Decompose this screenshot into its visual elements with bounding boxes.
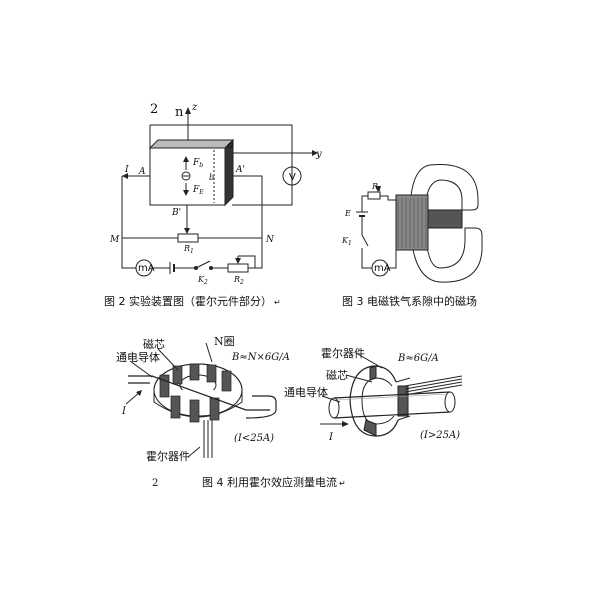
label-V: V bbox=[289, 172, 296, 183]
figure-4-left-toroid bbox=[125, 342, 277, 458]
top-label-1: 2 bbox=[150, 102, 158, 117]
switch-k1 bbox=[361, 234, 369, 247]
label-fe: FE bbox=[192, 185, 204, 196]
charge-symbol bbox=[181, 171, 191, 181]
label-core-right: 磁芯 bbox=[326, 368, 348, 382]
figure-3-caption: 图 3 电磁铁气系隙中的磁场 bbox=[342, 294, 477, 308]
figure-3-labels: R1 E K1 mA bbox=[341, 182, 391, 274]
fig3-label-K1: K1 bbox=[341, 236, 352, 247]
label-N: N bbox=[265, 235, 275, 245]
fig3-label-mA: mA bbox=[374, 263, 391, 274]
hall-device-right bbox=[397, 385, 409, 417]
resistor-r2 bbox=[227, 263, 249, 273]
resistor-r1-fig3 bbox=[367, 191, 381, 200]
figure-2-labels: 2 n z y d Fb FE b A A' B' I M N R1 K2 R2… bbox=[109, 102, 322, 286]
label-M: M bbox=[109, 235, 120, 245]
fig3-label-E: E bbox=[344, 209, 351, 218]
figure-2-apparatus bbox=[121, 107, 318, 277]
coil-block bbox=[395, 194, 429, 251]
air-gap-core bbox=[427, 209, 463, 229]
figure-4-caption: 图 4 利用霍尔效应测量电流↵ bbox=[202, 475, 346, 489]
label-fb: Fb bbox=[192, 158, 203, 169]
label-current-right: I bbox=[328, 432, 334, 443]
label-formula-left: B≈N×6G/A bbox=[231, 352, 290, 363]
label-A-prime: A' bbox=[235, 165, 245, 175]
label-stray: 2 bbox=[152, 478, 158, 489]
figure-4-left-labels: 磁芯 N圈 B≈N×6G/A 通电导体 I (I<25A) 霍尔器件 2 bbox=[116, 335, 290, 489]
y-axis-label: y bbox=[315, 149, 322, 160]
label-B-prime: B' bbox=[171, 208, 181, 218]
resistor-r1 bbox=[177, 233, 199, 243]
label-hall-left: 霍尔器件 bbox=[146, 450, 190, 463]
label-I: I bbox=[124, 165, 129, 175]
label-core-left: 磁芯 bbox=[143, 337, 165, 351]
label-R1: R1 bbox=[183, 244, 194, 255]
switch-k2 bbox=[195, 260, 211, 269]
hall-plate-side bbox=[224, 138, 234, 207]
hall-plate-top bbox=[148, 139, 235, 149]
figure-4-right-labels: 霍尔器件 B≈6G/A 磁芯 通电导体 I (I>25A) bbox=[284, 347, 460, 443]
label-R2: R2 bbox=[233, 275, 244, 286]
z-axis-label: z bbox=[191, 102, 198, 113]
voltmeter bbox=[282, 166, 302, 186]
label-d: d bbox=[228, 141, 234, 151]
label-A: A bbox=[138, 167, 146, 177]
label-current-left: I bbox=[121, 406, 127, 417]
top-label-2: n bbox=[175, 105, 184, 120]
label-hall-right: 霍尔器件 bbox=[321, 347, 365, 360]
fig3-label-R1: R1 bbox=[371, 182, 382, 193]
figure-2-caption: 图 2 实验装置图（霍尔元件部分）↵ bbox=[104, 294, 281, 308]
label-formula-right: B≈6G/A bbox=[397, 353, 439, 364]
label-conductor-left: 通电导体 bbox=[116, 350, 160, 364]
label-mA: mA bbox=[138, 263, 155, 274]
label-coil: N圈 bbox=[214, 335, 235, 348]
label-K2: K2 bbox=[197, 275, 208, 286]
figure-3-electromagnet bbox=[356, 163, 483, 283]
label-range-right: (I>25A) bbox=[420, 430, 460, 441]
label-range-left: (I<25A) bbox=[234, 433, 274, 444]
label-b: b bbox=[209, 173, 214, 182]
label-conductor-right: 通电导体 bbox=[284, 385, 328, 399]
figure-4-right-gapped-core bbox=[320, 352, 463, 437]
